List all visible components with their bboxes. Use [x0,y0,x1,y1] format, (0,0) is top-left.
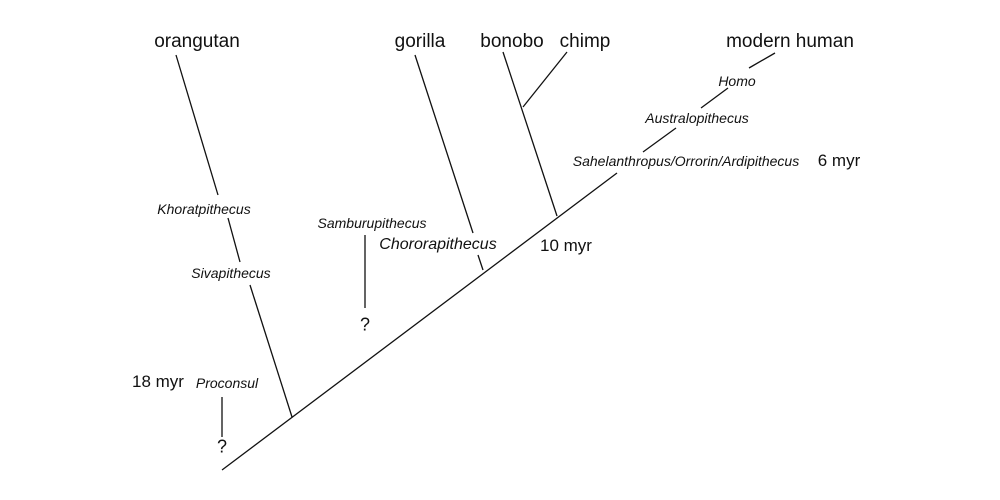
taxon-chimp: chimp [559,31,611,52]
fossil-sahelanthropus-orrorin-ardipithecus: Sahelanthropus/Orrorin/Ardipithecus [572,153,800,169]
time-10-myr: 10 myr [540,236,592,255]
hominin-segment-1 [642,127,677,153]
fossil-sivapithecus: Sivapithecus [191,265,271,281]
taxon-bonobo: bonobo [480,31,544,52]
fossil-chororapithecus: Chororapithecus [379,236,497,253]
fossil-proconsul: Proconsul [195,375,259,391]
hominin-segment-2 [700,87,729,109]
fossil-samburupithecus: Samburupithecus [317,215,427,231]
gorilla-branch-lower [477,254,484,271]
proconsul-unknown-mark: ? [216,436,228,457]
fossil-homo: Homo [718,73,756,89]
taxon-modern-human: modern human [726,31,854,52]
fossil-khoratpithecus: Khoratpithecus [157,201,251,217]
taxon-orangutan: orangutan [154,31,240,52]
samburupithecus-unknown-mark: ? [359,314,371,335]
main-trunk [221,172,618,471]
time-18-myr: 18 myr [132,372,184,391]
time-6-myr: 6 myr [817,151,861,170]
fossil-australopithecus: Australopithecus [645,110,749,126]
bonobo-branch [502,51,558,217]
chimp-branch [522,51,568,108]
orangutan-branch-middle [227,217,241,263]
gorilla-branch-upper [414,54,474,234]
taxon-gorilla: gorilla [394,31,446,52]
orangutan-branch-lower [249,284,293,418]
hominin-segment-3 [748,52,776,69]
orangutan-branch-upper [175,54,219,196]
